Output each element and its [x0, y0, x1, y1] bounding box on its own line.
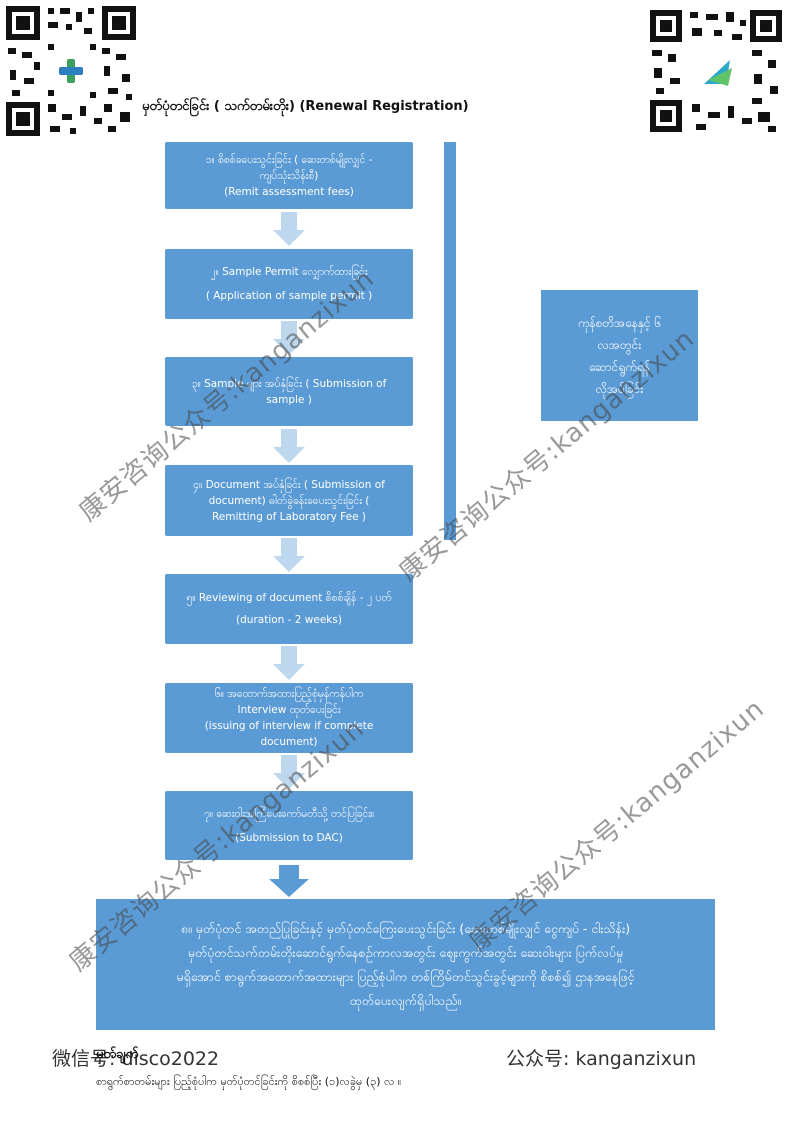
side-note-line-3: ဆောင်ရွက်ရန်: [589, 359, 650, 374]
public-account-id: 公众号: kanganzixun: [506, 1048, 697, 1070]
final-step-line-3: မရှိအောင် စာရွက်အထောက်အထားများ ပြည့်စုံပ…: [176, 968, 635, 984]
final-step-line-4: ထုတ်ပေးလျက်ရှိပါသည်။: [349, 992, 462, 1008]
side-note-line-4: လိုအပ်ခြင်း: [595, 381, 644, 396]
final-step-box: ၈။ မှတ်ပုံတင် အတည်ပြုခြင်းနှင့် မှတ်ပုံတ…: [96, 899, 715, 1030]
arrow-down-icon: [273, 429, 305, 463]
side-note-line-1: ကုန်စတိအနေနှင့် ၆: [577, 315, 662, 330]
step-3-line-2: sample ): [266, 393, 312, 406]
step-6-line-3: (issuing of interview if complete docume…: [204, 720, 374, 748]
wechat-id: 微信号: disco2022: [52, 1048, 220, 1070]
arrow-down-icon: [273, 538, 305, 572]
timeline-bar: [444, 142, 456, 540]
step-5-line-1: ၅။ Reviewing of document စိစစ်ချိန် - ၂ …: [186, 592, 392, 604]
step-1-line-2: ကျပ်သုံးသိန်းစီ): [259, 169, 319, 182]
arrow-down-icon: [273, 321, 305, 355]
step-1-line-3: (Remit assessment fees): [224, 185, 354, 198]
final-step-line-1: ၈။ မှတ်ပုံတင် အတည်ပြုခြင်းနှင့် မှတ်ပုံတ…: [180, 920, 631, 936]
qr-code-right: [648, 8, 784, 134]
step-1-line-1: ၁။ စိစစ်ခပေးသွင်းခြင်း ( ဆေးတစ်မျိုးလျှင…: [205, 153, 373, 166]
step-box-5: ၅။ Reviewing of document စိစစ်ချိန် - ၂ …: [165, 574, 413, 644]
step-4-line-3: Remitting of Laboratory Fee ): [211, 510, 367, 523]
step-box-2: ၂။ Sample Permit လျှောက်ထားခြင်း ( Applic…: [165, 249, 413, 319]
side-note-box: ကုန်စတိအနေနှင့် ၆ လအတွင်း ဆောင်ရွက်ရန် လ…: [541, 290, 698, 421]
step-box-7: ၇။ ဆေးဝါးအကြံပေးကော်မတီသို့ တင်ပြခြင်း။ (…: [165, 791, 413, 860]
note-label: မှတ်ချက်: [96, 1047, 139, 1062]
step-7-line-2: (Submission to DAC): [235, 831, 343, 844]
step-4-line-2: document) ဓါတ်ခွဲခန်းခပေးသွင်းခြင်း (: [208, 494, 370, 507]
note-text: စာရွက်စာတမ်းများ ပြည့်စုံပါက မှတ်ပုံတင်ခ…: [96, 1075, 402, 1088]
arrow-down-icon: [269, 865, 309, 897]
step-2-line-2: ( Application of sample permit ): [205, 290, 373, 302]
page-title: မှတ်ပုံတင်ခြင်း ( သက်တမ်းတိုး) (Renewal …: [142, 99, 469, 114]
step-4-line-1: ၄။ Document အပ်နှံခြင်း ( Submission of: [193, 478, 385, 491]
arrow-down-icon: [273, 755, 305, 789]
step-6-line-2: Interview ထုတ်ပေးခြင်း: [237, 704, 341, 716]
arrow-down-icon: [273, 212, 305, 246]
step-box-3: ၃။ Sample များ အပ်နှံခြင်း ( Submission …: [165, 357, 413, 426]
step-3-line-1: ၃။ Sample များ အပ်နှံခြင်း ( Submission …: [191, 377, 387, 390]
step-box-1: ၁။ စိစစ်ခပေးသွင်းခြင်း ( ဆေးတစ်မျိုးလျှင…: [165, 142, 413, 209]
step-5-line-2: (duration - 2 weeks): [236, 614, 342, 626]
step-7-line-1: ၇။ ဆေးဝါးအကြံပေးကော်မတီသို့ တင်ပြခြင်း။: [203, 807, 375, 820]
step-6-line-1: ၆။ အထောက်အထားပြည့်စုံမှန်ကန်ပါက: [214, 688, 364, 700]
step-box-4: ၄။ Document အပ်နှံခြင်း ( Submission of d…: [165, 465, 413, 536]
step-2-line-1: ၂။ Sample Permit လျှောက်ထားခြင်း: [210, 266, 368, 278]
final-step-line-2: မှတ်ပုံတင်သက်တမ်းတိုးဆောင်ရွက်နေစဉ်ကာလအတ…: [187, 944, 624, 960]
step-box-6: ၆။ အထောက်အထားပြည့်စုံမှန်ကန်ပါက Interview…: [165, 683, 413, 753]
qr-code-left: [4, 4, 138, 138]
side-note-line-2: လအတွင်း: [597, 337, 642, 352]
arrow-down-icon: [273, 646, 305, 680]
